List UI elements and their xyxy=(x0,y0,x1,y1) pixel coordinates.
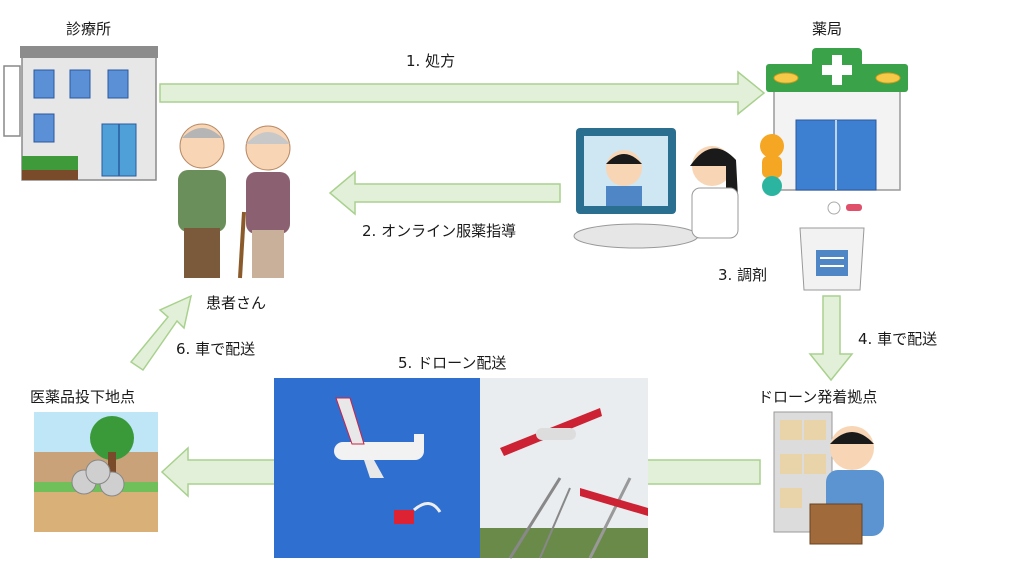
step4-label: 4. 車で配送 xyxy=(858,330,938,348)
step3-label: 3. 調剤 xyxy=(718,266,768,284)
clinic-label: 診療所 xyxy=(66,20,112,38)
online-consultation-icon xyxy=(573,128,739,249)
patients-icon xyxy=(178,123,291,279)
drone-base-label: ドローン発着拠点 xyxy=(758,388,878,406)
step2-label: 2. オンライン服薬指導 xyxy=(362,222,517,240)
arrow-car-delivery-2 xyxy=(129,294,193,372)
clinic-building-icon xyxy=(3,46,158,181)
drop-point-park-icon xyxy=(34,412,158,532)
arrow-online-guidance xyxy=(328,170,561,216)
patients-label: 患者さん xyxy=(206,294,267,312)
pharmacy-building-icon xyxy=(766,48,908,191)
mascot-icon xyxy=(760,134,784,196)
drone-launch-photo xyxy=(480,378,648,559)
step6-label: 6. 車で配送 xyxy=(176,340,256,358)
pharmacy-label: 薬局 xyxy=(812,20,843,38)
arrow-car-delivery-1 xyxy=(808,295,854,382)
step5-label: 5. ドローン配送 xyxy=(398,354,507,372)
arrow-prescription xyxy=(159,70,766,116)
drone-flight-photo xyxy=(274,378,480,558)
drop-point-label: 医薬品投下地点 xyxy=(30,388,136,406)
step1-label: 1. 処方 xyxy=(406,52,456,70)
drone-base-worker-icon xyxy=(773,411,884,545)
medicine-bag-icon xyxy=(799,201,865,291)
